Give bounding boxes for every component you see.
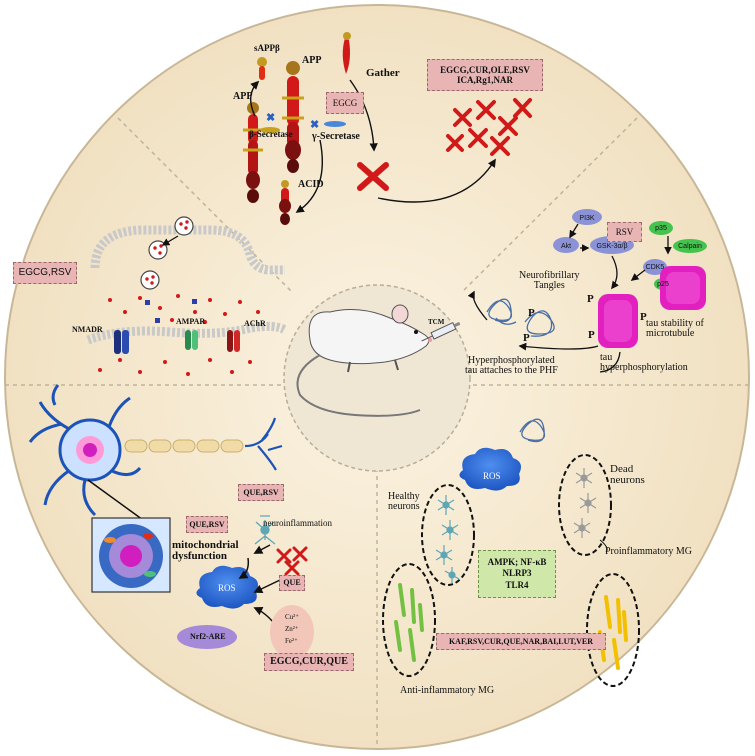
mouse-icon <box>296 304 432 417</box>
achr-label: AChR <box>244 319 266 328</box>
dead-neuron-cells <box>573 468 597 538</box>
br-drugs-box: KAF,RSV,CUR,QUE,NAR,BAI,LUT,VER <box>436 633 606 650</box>
svg-text:✖: ✖ <box>266 112 275 124</box>
p35-label: p35 <box>655 225 667 232</box>
hyper-attach-label: Hyperphosphorylated tau attaches to the … <box>465 355 558 376</box>
calpain-label: Calpain <box>678 243 702 250</box>
vesicle-icon <box>140 216 194 290</box>
ros-plaque <box>276 546 308 576</box>
presynaptic-membrane <box>90 225 285 275</box>
arrow-to-acid <box>295 139 323 213</box>
nrf2-ellipse <box>177 625 237 649</box>
p-label-2: P <box>588 329 595 341</box>
p25-label: p25 <box>657 281 669 288</box>
pathway-box: AMPK; NF-κB NLRP3 TLR4 <box>478 550 556 598</box>
bl-que-rsv-left-box: QUE,RSV <box>186 516 228 533</box>
glutamate-squares <box>145 299 197 323</box>
dead-neuron-arrow <box>599 539 608 553</box>
top-drugs-box: EGCG,CUR,OLE,RSV ICA,Rg1,NAR <box>427 59 543 91</box>
pro-mg-label: Proinflammatory MG <box>605 546 692 557</box>
gamma-secretase-label: γ-Secretase <box>312 131 360 142</box>
pathway-line1: AMPK; NF-κB <box>487 557 547 568</box>
enzyme-blocks: ✖ ✖ <box>260 112 346 133</box>
egcg-box: EGCG <box>326 92 364 114</box>
acid-label: ACID <box>298 179 324 190</box>
sappb-label: sAPPβ <box>254 43 280 53</box>
neuroinflammation-label: neuroinflammation <box>263 518 332 528</box>
neuroinflammation-icon <box>254 515 276 545</box>
top-drugs-line2: ICA,Rg1,NAR <box>457 75 513 85</box>
arrow-gather <box>349 79 378 152</box>
gsk-label: GSK-3α/β <box>596 242 628 250</box>
bl-drugs-box: EGCG,CUR,QUE <box>264 653 354 671</box>
zn-label: Zn²⁺ <box>285 625 299 633</box>
acid-fragment <box>279 180 291 225</box>
section-dividers <box>5 117 750 750</box>
nft-label: Neurofibrillary Tangles <box>519 270 580 291</box>
tau-pathway-arrows <box>467 223 672 373</box>
postsynaptic-membrane <box>86 321 288 345</box>
ros-cloud-right <box>459 447 521 491</box>
fe-label: Fe²⁺ <box>285 637 298 645</box>
syringe-icon <box>421 321 461 342</box>
nrf2-label: Nrf2-ARE <box>190 632 226 641</box>
cu-label: Cu²⁺ <box>285 613 299 621</box>
app-right-protein <box>282 61 304 173</box>
healthy-neurons-label: Healthy neurons <box>388 491 420 512</box>
healthy-neurons-ring <box>421 484 475 586</box>
tcm-label: TCM <box>428 318 445 326</box>
anti-mg-label: Anti-inflammatory MG <box>400 685 495 696</box>
p-label-1: P <box>587 293 594 305</box>
sappb-fragment <box>257 57 267 80</box>
pathway-line2: NLRP3 <box>502 568 532 579</box>
neuron-icon <box>28 384 283 517</box>
top-drugs-line1: EGCG,CUR,OLE,RSV <box>440 64 530 75</box>
bl-que-rsv-top-box: QUE,RSV <box>238 484 284 501</box>
ampar-label: AMPAR <box>176 317 206 326</box>
anti-mg-ring <box>382 563 436 677</box>
amyloid-plaque <box>446 98 532 156</box>
mitochondrion-icon <box>91 517 171 593</box>
bl-ros-label: ROS <box>218 583 236 593</box>
arrow-vesicle <box>161 235 179 246</box>
dead-neurons-label: Dead neurons <box>610 463 645 486</box>
app-right-label: APP <box>302 55 322 66</box>
mito-label: mitochondrial dysfunction <box>172 539 239 562</box>
p-label-4: P <box>528 307 535 319</box>
pathway-line3: TLR4 <box>505 579 529 590</box>
pi3k-label: PI3K <box>579 214 595 222</box>
right-rsv-box: RSV <box>607 222 642 242</box>
gather-label: Gather <box>366 67 400 79</box>
microtubule <box>598 266 706 348</box>
tangle-icon <box>486 298 555 337</box>
tangle-icon-right <box>519 418 546 443</box>
app-left-label: APP <box>233 91 253 102</box>
svg-text:✖: ✖ <box>310 119 319 131</box>
arrow-to-plaque <box>377 158 496 203</box>
akt-label: Akt <box>560 242 572 250</box>
p-label-5: P <box>523 332 530 344</box>
dead-neurons-ring <box>558 454 612 556</box>
cdk5-label: CDK5 <box>645 264 665 271</box>
receptor-icon <box>114 330 240 354</box>
bl-que-box: QUE <box>279 575 305 591</box>
aggregate-x <box>357 162 389 191</box>
p-label-3: P <box>640 311 647 323</box>
gather-monomer <box>342 32 351 74</box>
app-left-protein <box>243 102 263 203</box>
left-drugs-box: EGCG,RSV <box>13 262 77 284</box>
pro-mg-ring <box>586 573 640 687</box>
arrow-to-sappb <box>250 80 260 117</box>
beta-secretase-label: β-Secretase <box>249 129 293 139</box>
nmadr-label: NMADR <box>72 325 103 334</box>
metal-ions-ellipse <box>270 605 314 659</box>
tau-hyper-label: tau hyperphosphorylation <box>600 352 688 373</box>
neurotransmitters <box>98 294 260 376</box>
healthy-neuron-cells <box>435 495 460 583</box>
br-ros-label: ROS <box>483 471 501 481</box>
stability-label: tau stability of microtubule <box>646 318 704 339</box>
